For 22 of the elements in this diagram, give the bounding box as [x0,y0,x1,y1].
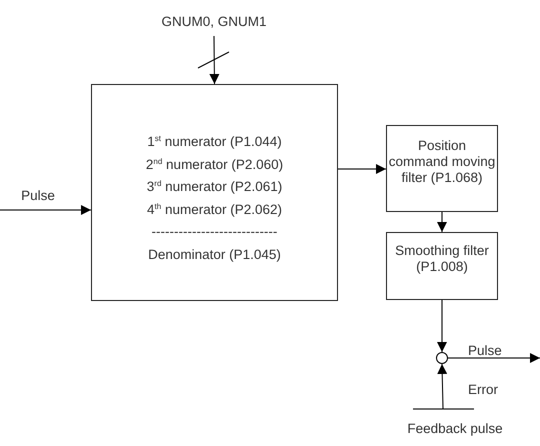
arrow [437,300,447,352]
feedback-label: Feedback pulse [400,409,510,437]
arrow [338,164,386,174]
arrow [448,353,540,363]
signal-label: Error [468,382,498,398]
summing-junction [436,352,448,364]
filter-box: Position command moving filter (P1.068) [386,125,498,212]
arrow [0,205,92,215]
input-label: Pulse [10,188,66,204]
signal-label: Pulse [468,343,502,359]
parameter-text: 2$^{nd}$ numerator (P2.060) [146,156,284,174]
arrow [437,364,448,410]
parameter-text: 3$^{rd}$ numerator (P2.061) [146,178,282,196]
arrow [437,212,447,232]
signal-label: GNUM0, GNUM1 [160,14,268,30]
parameter-text: 1$^{st}$ numerator (P1.044) [147,133,282,151]
divider-text: ---------------------------- [152,223,278,241]
electronic-gear-box [91,84,338,301]
parameter-text: 4$^{th}$ numerator (P2.062) [147,200,282,219]
filter-box: Smoothing filter (P1.008) [386,232,498,300]
parameter-text: Denominator (P1.045) [148,246,281,264]
arrow [209,36,220,84]
